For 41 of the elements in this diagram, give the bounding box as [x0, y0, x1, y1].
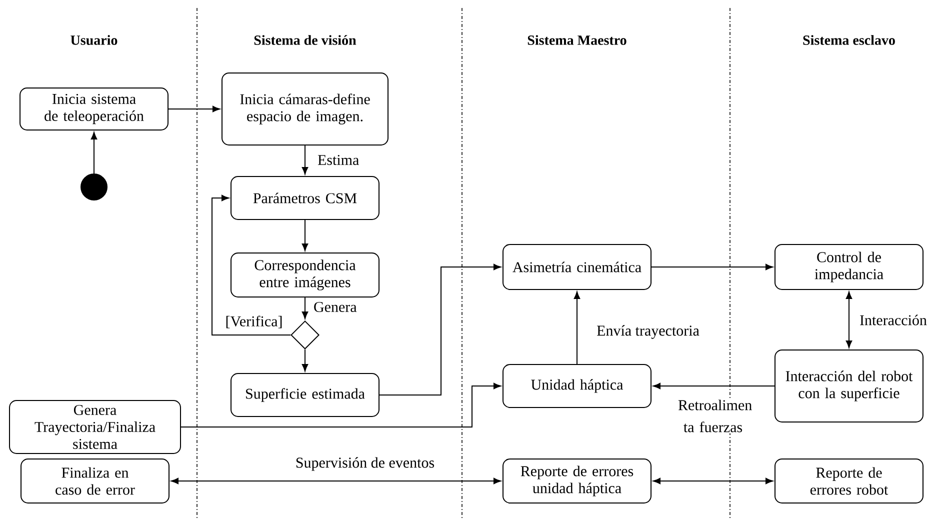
lane-heading: Usuario: [70, 35, 118, 45]
arrow: [212, 194, 291, 336]
lane-heading: Sistema Maestro: [528, 35, 626, 45]
arrow: [180, 382, 501, 428]
decision-diamond: [290, 320, 320, 350]
edge-label: Supervisión de eventos: [294, 456, 436, 472]
arrow: [653, 382, 775, 390]
arrow: [651, 264, 773, 270]
process-box: Correspondencia entre imágenes: [230, 252, 380, 298]
edge-label: Retroalimen ta fuerzas: [677, 398, 752, 434]
start-dot: [80, 174, 108, 200]
process-box: Superficie estimada: [230, 373, 380, 417]
edge-label: Envía trayectoria: [596, 324, 700, 340]
arrow: [302, 349, 308, 372]
process-box: Asimetría cinemática: [502, 244, 652, 290]
edge-label: Interacción: [858, 314, 928, 326]
process-box: Inicia sistema de teleoperación: [20, 88, 168, 130]
lane-heading: Sistema esclavo: [803, 35, 895, 45]
process-box: Unidad háptica: [502, 364, 652, 408]
edge-label: Estima: [316, 154, 360, 166]
arrow: [379, 264, 501, 396]
arrow: [90, 132, 98, 174]
arrow: [302, 297, 308, 319]
process-box: Reporte de errores robot: [774, 458, 924, 504]
arrow: [171, 478, 501, 484]
edge-label: [Verifica]: [224, 314, 284, 330]
arrow: [574, 292, 580, 364]
edge-label: Genera: [312, 300, 358, 314]
arrow: [846, 292, 852, 348]
process-box: Genera Trayectoria/Finaliza sistema: [9, 400, 181, 454]
process-box: Reporte de errores unidad háptica: [502, 458, 652, 504]
arrow: [302, 145, 308, 174]
lane-heading: Sistema de visión: [254, 35, 356, 45]
process-box: Inicia cámaras-define espacio de imagen.: [222, 72, 388, 146]
process-box: Parámetros CSM: [230, 176, 380, 220]
process-box: Interacción del robot con la superficie: [774, 350, 924, 422]
arrow: [653, 478, 773, 484]
process-box: Finaliza en caso de error: [20, 458, 170, 504]
arrow: [302, 220, 308, 251]
process-box: Control de impedancia: [774, 244, 924, 290]
arrow: [168, 106, 220, 112]
